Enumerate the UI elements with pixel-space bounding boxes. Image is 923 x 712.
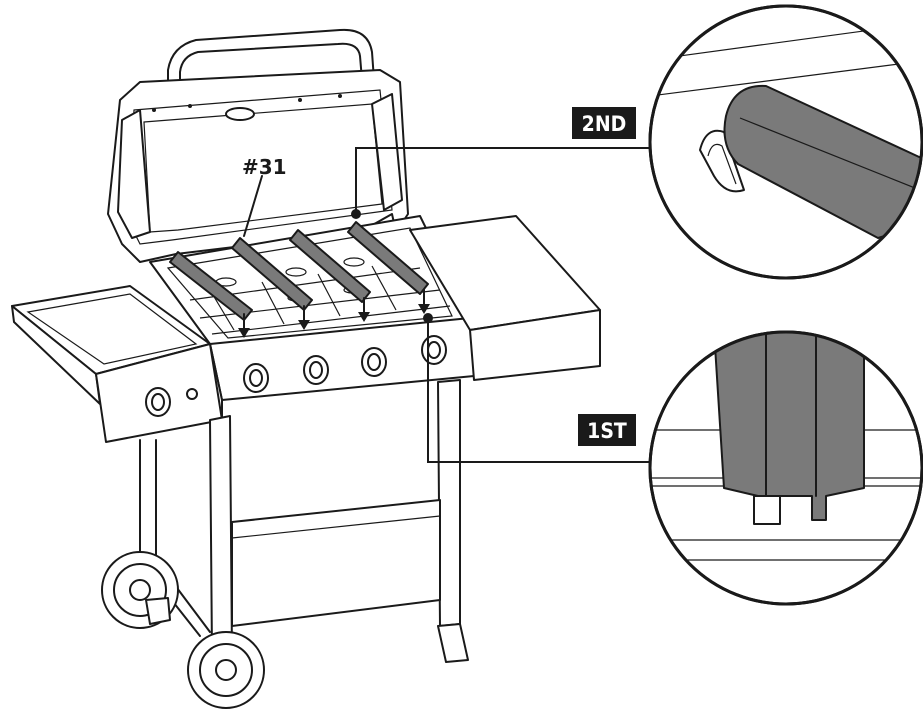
step-tag-1st: 1ST bbox=[578, 414, 636, 446]
detail-circle-2nd bbox=[648, 4, 923, 280]
right-side-shelf bbox=[409, 215, 601, 381]
thermometer bbox=[225, 107, 255, 121]
grill-lid bbox=[107, 28, 409, 263]
install-arrows bbox=[238, 289, 430, 338]
step-tag-2nd: 2ND bbox=[572, 107, 636, 139]
flame-tamer-1 bbox=[169, 251, 253, 321]
lid-shell bbox=[107, 69, 409, 263]
cart bbox=[139, 379, 469, 663]
wheels bbox=[101, 551, 265, 709]
step-tag-1st-label: 1ST bbox=[587, 419, 627, 443]
control-panel bbox=[199, 317, 475, 421]
detail-circle-1st bbox=[648, 330, 923, 606]
step-tag-2nd-label: 2ND bbox=[582, 112, 627, 136]
part-leader-line bbox=[243, 175, 263, 237]
flame-tamer-4 bbox=[347, 221, 429, 295]
flame-tamers bbox=[169, 221, 429, 321]
callout-leaders bbox=[351, 147, 661, 463]
flame-tamer-3 bbox=[289, 229, 371, 303]
flame-tamer-2 bbox=[231, 237, 313, 311]
part-number-label: #31 bbox=[242, 155, 287, 179]
left-side-shelf bbox=[11, 285, 223, 443]
